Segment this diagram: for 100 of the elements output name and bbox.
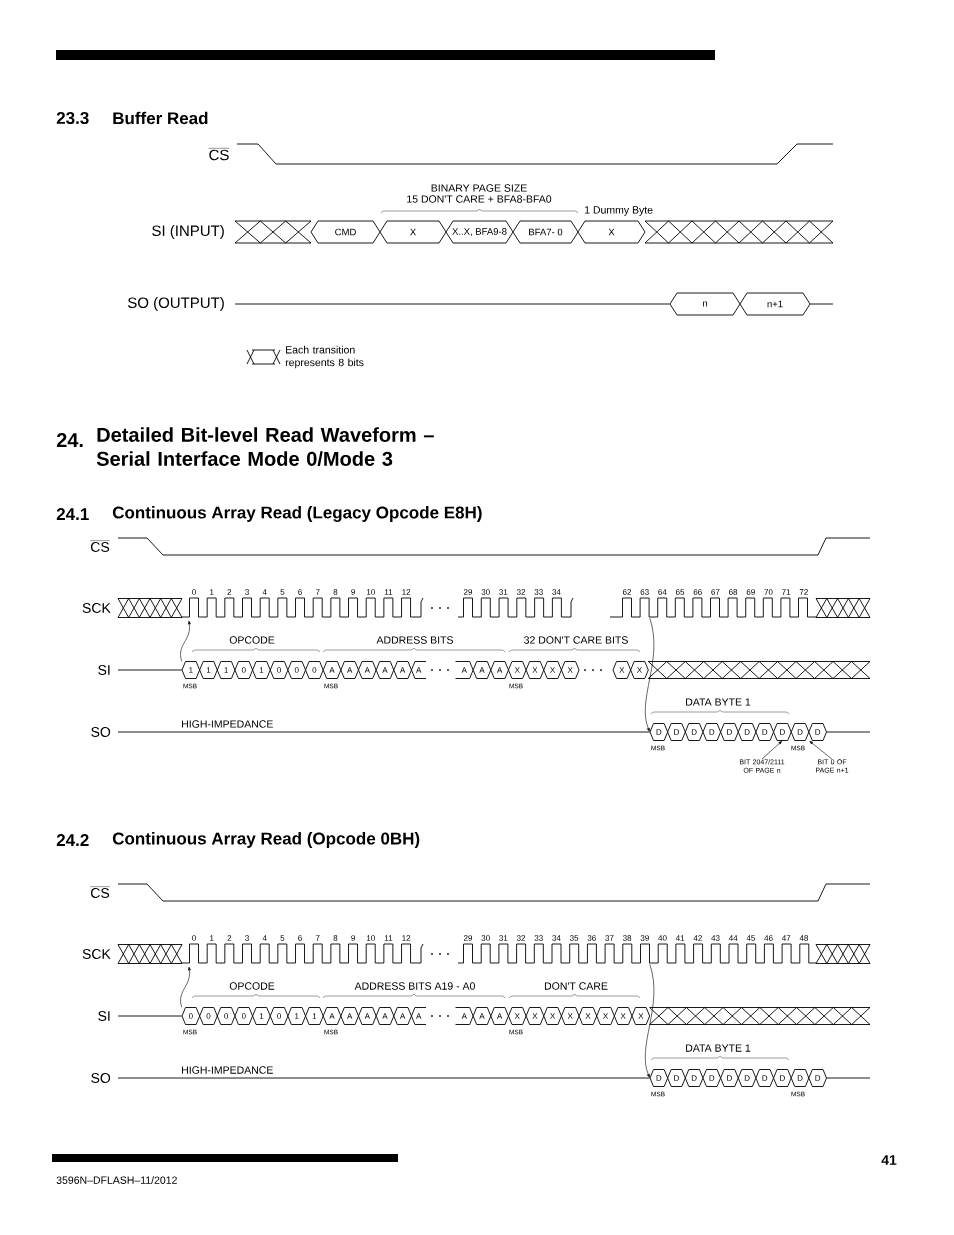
bit-cell: 1	[252, 661, 271, 679]
section-heading: Detailed Bit-level Read Waveform – Serial Interface Mode 0/Mode 3	[96, 427, 434, 467]
signal-line	[117, 731, 651, 733]
signal-name: SCK	[82, 603, 111, 613]
bit-cell: D	[702, 1069, 722, 1087]
signal-line	[117, 1015, 183, 1017]
bit-cell: 1	[287, 1007, 306, 1025]
bit-cell: 1	[181, 661, 201, 679]
bracket-label: ADDRESS BITS A19 - A0	[354, 982, 475, 990]
bit-cell: X	[508, 661, 527, 679]
bracket-label: DATA BYTE 1	[686, 1044, 751, 1052]
bit-cell: X	[543, 1007, 562, 1025]
bit-cell: D	[790, 1069, 810, 1087]
bit-cell: D	[702, 723, 722, 741]
page-number: 41	[881, 1155, 897, 1165]
line-state-label: HIGH-IMPEDANCE	[182, 1066, 273, 1074]
timing-arrow	[180, 966, 191, 1008]
bit-cell: D	[773, 1069, 792, 1087]
bit-cell: X	[525, 661, 545, 679]
clock-waveform	[181, 597, 817, 618]
bracket-label: 1 Dummy Byte	[585, 206, 653, 216]
bit-cell: D	[720, 723, 739, 741]
bit-cell: X	[613, 1007, 633, 1025]
bit-cell: D	[737, 1069, 757, 1087]
bit-cell: A	[455, 1007, 474, 1025]
bit-cell: X	[508, 1007, 527, 1025]
bit-cell: A	[375, 661, 395, 679]
signal-name: SO (OUTPUT)	[128, 297, 224, 311]
bit-cell: A	[490, 661, 509, 679]
bus-value-cell: n	[669, 292, 741, 316]
bit-cell: D	[755, 1069, 774, 1087]
bit-cell: X	[578, 1007, 598, 1025]
signal-name: SI	[98, 1011, 110, 1021]
bit-cell: X	[560, 1007, 580, 1025]
bit-cell: X	[560, 661, 580, 679]
bit-cell: 0	[269, 661, 289, 679]
bit-cell: 1	[252, 1007, 271, 1025]
legend-text: Each transition represents 8 bits	[285, 345, 364, 369]
bit-cell: A	[472, 661, 492, 679]
bit-cell: 1	[199, 661, 218, 679]
signal-name: SI (INPUT)	[152, 225, 224, 239]
timing-arrow	[180, 620, 191, 662]
bit-cell: A	[358, 661, 377, 679]
bit-cell: A	[375, 1007, 395, 1025]
signal-line	[117, 669, 183, 671]
bit-cell: A	[472, 1007, 492, 1025]
bit-cell: A	[340, 661, 359, 679]
signal-line	[234, 303, 671, 305]
bracket-label: OPCODE	[229, 636, 275, 644]
signal-name: CS	[208, 148, 230, 161]
bit-cell: D	[720, 1069, 739, 1087]
bus-value-cell: X	[379, 220, 447, 244]
bit-cell: D	[808, 1069, 827, 1087]
bracket-label: BINARY PAGE SIZE	[431, 184, 527, 192]
bracket-label: DATA BYTE 1	[686, 698, 751, 706]
signal-name: CS	[90, 886, 110, 898]
bit-cell: 0	[199, 1007, 218, 1025]
bit-cell: A	[322, 1007, 342, 1025]
section-heading: Buffer Read	[113, 111, 208, 125]
bit-cell: 1	[216, 661, 236, 679]
leader-line	[809, 741, 833, 760]
bit-cell: 0	[181, 1007, 201, 1025]
bracket-label: 32 DON'T CARE BITS	[524, 636, 628, 644]
signal-name: SCK	[82, 949, 111, 959]
bit-cell: X	[631, 1007, 651, 1025]
bracket-label: DON'T CARE	[544, 982, 608, 990]
section-heading: Continuous Array Read (Legacy Opcode E8H)	[112, 506, 482, 522]
bit-cell: A	[393, 1007, 412, 1025]
bit-cell: A	[455, 661, 474, 679]
bit-cell: 0	[269, 1007, 289, 1025]
bit-cell: 0	[287, 661, 306, 679]
bit-cell: 0	[234, 661, 254, 679]
bit-cell: D	[667, 723, 686, 741]
bit-cell: X	[543, 661, 562, 679]
bit-cell: A	[340, 1007, 359, 1025]
bit-cell: X	[630, 661, 649, 679]
signal-name: CS	[90, 540, 110, 552]
bit-cell: D	[667, 1069, 686, 1087]
bit-cell: D	[684, 1069, 704, 1087]
bus-value-cell: n+1	[739, 292, 811, 316]
section-number: 23.3	[56, 111, 89, 125]
bit-cell: 0	[216, 1007, 236, 1025]
bracket-label: OPCODE	[229, 982, 275, 990]
bit-cell: D	[649, 723, 669, 741]
signal-name: SO	[91, 727, 111, 737]
bit-cell: A	[358, 1007, 377, 1025]
bus-value-cell: BFA7- 0	[512, 220, 579, 244]
bit-cell: 0	[305, 661, 324, 679]
timing-arrow	[645, 963, 655, 1078]
bus-value-cell: X	[577, 220, 646, 244]
bit-cell: D	[808, 723, 827, 741]
bit-cell: D	[649, 1069, 669, 1087]
bit-cell: X	[525, 1007, 545, 1025]
bus-value-cell: X..X, BFA9-8	[445, 220, 514, 244]
bit-cell: A	[411, 1007, 427, 1025]
section-number: 24.	[56, 433, 83, 447]
document-number: 3596N–DFLASH–11/2012	[56, 1176, 177, 1184]
signal-line	[117, 1077, 651, 1079]
bit-cell: D	[737, 723, 757, 741]
line-state-label: HIGH-IMPEDANCE	[182, 720, 273, 728]
